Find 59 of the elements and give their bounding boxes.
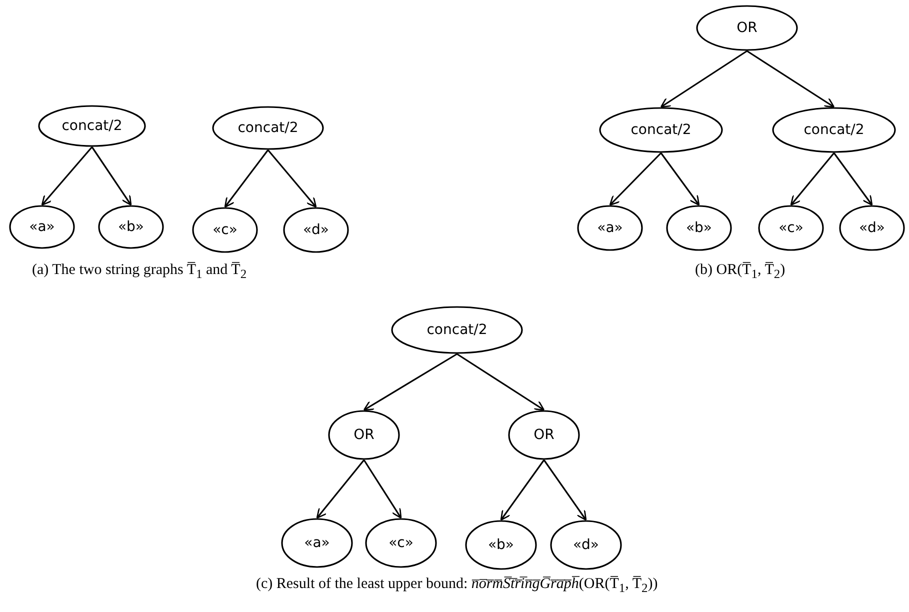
node-label: concat/2 (630, 122, 692, 138)
node-label: «b» (686, 220, 712, 236)
ellipse-node (465, 520, 537, 570)
arrow (543, 460, 587, 521)
ellipse-node (666, 205, 732, 251)
ellipse-node (550, 520, 622, 570)
arrow (746, 50, 835, 108)
ellipse-node (212, 106, 324, 150)
node-label: concat/2 (238, 120, 298, 136)
arrow (224, 150, 269, 208)
node-label: concat/2 (804, 122, 864, 138)
node-label: OR (534, 427, 554, 443)
arrow (500, 460, 545, 521)
node-label: «d» (302, 222, 330, 238)
figure-caption: (b) OR(T̅$_{1}$, T̅$_{2}$) (695, 262, 786, 282)
node-label: «d» (572, 537, 600, 553)
node-label: «a» (597, 220, 623, 236)
ellipse-node (839, 205, 905, 251)
ellipse-node (38, 105, 146, 147)
figure-caption: (a) The two string graphs T̅$_{1}$ and T̅$_{2}$ (32, 262, 247, 282)
arrow (363, 460, 402, 519)
arrow (456, 353, 545, 411)
node-label: «a» (29, 219, 55, 235)
node-label: «b» (118, 219, 144, 235)
node-label: «b» (488, 537, 514, 553)
node-label: concat/2 (426, 322, 488, 338)
ellipse-node (98, 205, 164, 249)
arrow (267, 149, 317, 208)
figure-caption: (c) Result of the least upper bound: n̅o̅r̅m̅S̅t̅r̅i̅n̅g̅G̅r̅a̅p̅h̅(OR(T̅$_{1}$, T̅$_{2}$)) (256, 576, 658, 596)
ellipse-node (577, 205, 643, 251)
node-label: OR (736, 20, 758, 36)
ellipse-node (328, 410, 400, 460)
ellipse-node (508, 410, 580, 460)
ellipse-node (772, 107, 896, 153)
ellipse-node (391, 306, 523, 354)
node-label: concat/2 (62, 118, 122, 134)
node-label: «c» (778, 220, 804, 236)
arrow (91, 146, 132, 206)
node-label: OR (354, 427, 374, 443)
ellipse-node (9, 205, 75, 249)
arrow (660, 50, 748, 108)
ellipse-node (758, 205, 824, 251)
arrow (790, 152, 835, 206)
ellipse-node (599, 107, 723, 153)
node-label: «c» (212, 222, 238, 238)
ellipse-node (192, 207, 258, 253)
node-label: «c» (388, 535, 414, 551)
node-label: «d» (858, 220, 886, 236)
arrow (363, 353, 458, 411)
ellipse-node (283, 207, 349, 253)
arrow (609, 152, 662, 206)
arrow (833, 152, 873, 206)
ellipse-node (696, 5, 798, 51)
arrow (41, 146, 93, 206)
ellipse-node (281, 518, 353, 568)
node-label: «a» (304, 535, 330, 551)
ellipse-node (365, 518, 437, 568)
arrow (660, 152, 700, 206)
arrow (316, 460, 365, 519)
